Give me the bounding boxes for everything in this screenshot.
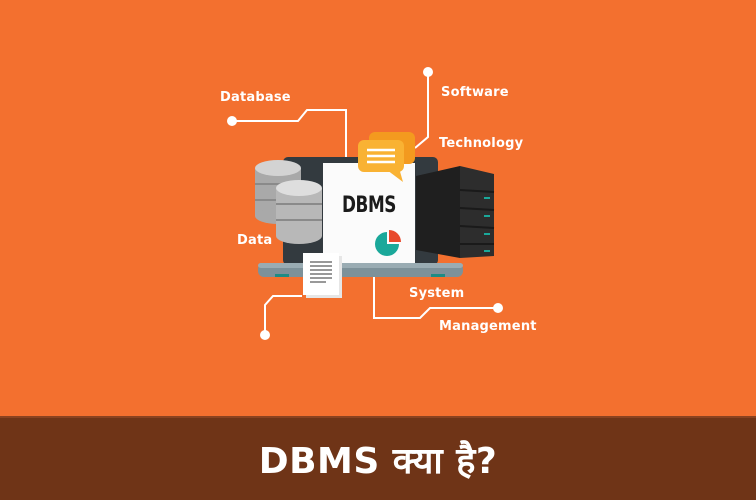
data-node-dot <box>260 330 270 340</box>
screen-panel: DBMS <box>323 163 415 263</box>
label-data: Data <box>237 233 273 248</box>
database-cylinders-icon <box>255 160 322 244</box>
label-system: System <box>409 286 465 301</box>
screen-dbms-text: DBMS <box>342 193 396 218</box>
title-band: DBMS क्या है? <box>0 416 756 500</box>
illustration-area: DBMS <box>220 67 537 340</box>
document-icon <box>303 253 342 298</box>
connector-lines <box>227 67 503 340</box>
label-management: Management <box>439 319 537 334</box>
label-technology: Technology <box>439 136 524 151</box>
database-node-dot <box>227 116 237 126</box>
software-node-dot <box>423 67 433 77</box>
management-node-dot <box>493 303 503 313</box>
chat-bubbles-icon <box>358 132 415 182</box>
label-software: Software <box>441 85 509 100</box>
pie-chart-icon <box>375 230 401 256</box>
server-rack-icon <box>416 166 495 258</box>
label-database: Database <box>220 90 291 105</box>
page-title: DBMS क्या है? <box>258 440 498 482</box>
